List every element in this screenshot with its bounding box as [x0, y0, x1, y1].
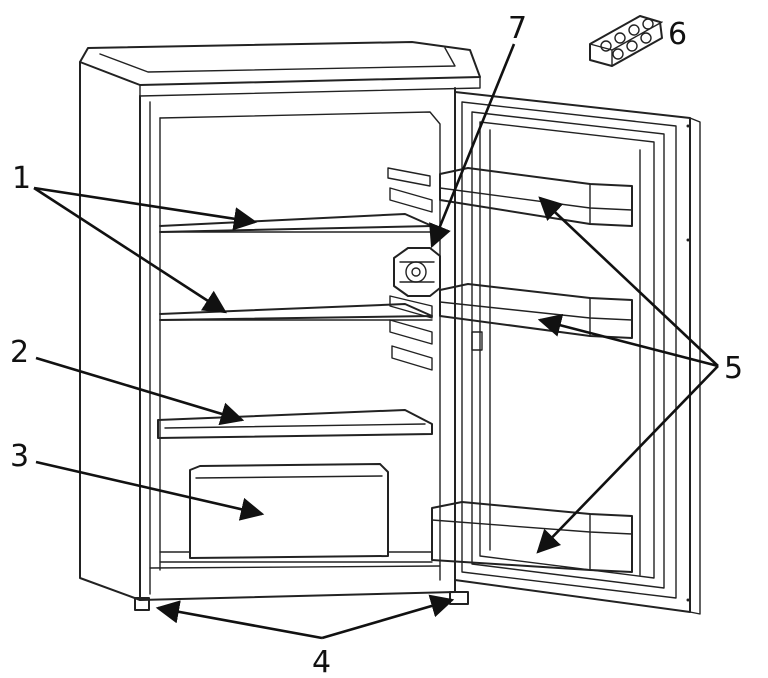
callout-2: 2 — [10, 335, 29, 370]
door — [454, 91, 701, 615]
arrow-4b — [321, 594, 455, 640]
arrow-5a — [538, 196, 719, 367]
door-balcony-upper — [439, 167, 633, 227]
arrow-5c — [536, 365, 719, 554]
arrow-1b — [33, 186, 227, 314]
leader-arrows — [33, 43, 719, 640]
thermostat-lamp — [393, 247, 441, 297]
vegetable-drawer — [159, 463, 433, 563]
callout-4: 4 — [312, 645, 331, 678]
door-balcony-lower — [431, 501, 633, 573]
callout-5: 5 — [724, 351, 743, 386]
callout-6: 6 — [668, 17, 687, 52]
callout-3: 3 — [10, 439, 29, 474]
egg-tray — [589, 15, 663, 67]
callout-7: 7 — [508, 11, 527, 46]
arrow-5b — [537, 313, 719, 368]
glass-shelf-middle — [159, 303, 433, 321]
arrow-3 — [35, 460, 265, 521]
shelf-guides — [387, 167, 433, 371]
arrow-2 — [35, 356, 245, 426]
arrow-1a — [33, 186, 258, 231]
cabinet — [79, 41, 481, 611]
arrow-4a — [155, 600, 323, 640]
crisper-cover — [157, 409, 433, 439]
callout-1: 1 — [12, 161, 31, 196]
glass-shelf-upper — [159, 213, 433, 233]
door-balcony-middle — [439, 283, 633, 339]
arrow-7 — [429, 43, 516, 249]
